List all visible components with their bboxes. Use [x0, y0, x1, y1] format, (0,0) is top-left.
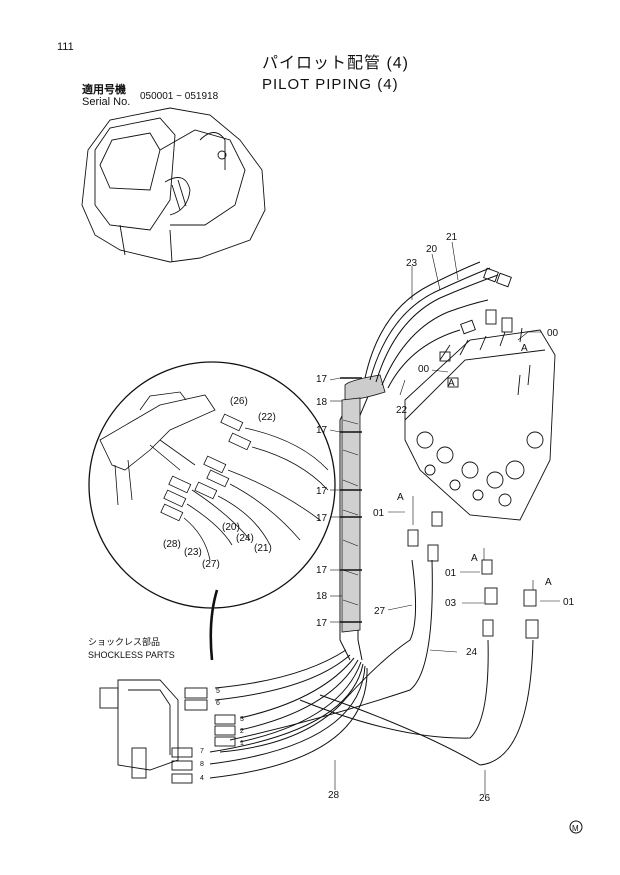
control-valve	[404, 267, 556, 521]
page-number: 111	[57, 41, 74, 53]
callout-17e: 17	[316, 565, 328, 576]
callout-17d: 17	[316, 513, 328, 524]
callout-26: 26	[479, 793, 491, 804]
circle-callout-21: (21)	[254, 543, 272, 554]
port-1: 1	[240, 740, 244, 747]
manufacturer-mark-letter: M	[572, 824, 579, 833]
leader-lines	[329, 241, 560, 795]
port-2: 2	[240, 728, 244, 735]
circle-callout-23: (23)	[184, 547, 202, 558]
callout-23: 23	[406, 258, 418, 269]
callout-A-mid: A	[448, 378, 455, 389]
port-8: 8	[200, 761, 204, 768]
right-fittings	[407, 511, 539, 639]
callout-01-center: 01	[445, 568, 457, 579]
callout-03: 03	[445, 598, 457, 609]
port-5: 5	[216, 688, 220, 695]
circle-callout-24: (24)	[236, 533, 254, 544]
circle-callout-22: (22)	[258, 412, 276, 423]
callout-00-upper: 00	[547, 328, 559, 339]
callout-17c: 17	[316, 486, 328, 497]
circle-callout-26: (26)	[230, 396, 248, 407]
callout-21: 21	[446, 232, 458, 243]
port-3: 3	[240, 716, 244, 723]
excavator-outline	[81, 107, 266, 263]
title-japanese: パイロット配管 (4)	[262, 55, 410, 72]
callout-01-left: 01	[373, 508, 385, 519]
port-7: 7	[200, 748, 204, 755]
callout-28: 28	[328, 790, 340, 801]
callout-17a: 17	[316, 374, 328, 385]
serial-range: 050001 ~ 051918	[140, 91, 219, 102]
callout-20: 20	[426, 244, 438, 255]
circle-callout-27: (27)	[202, 559, 220, 570]
title-english: PILOT PIPING (4)	[262, 76, 399, 93]
callout-A-right: A	[545, 577, 552, 588]
port-6: 6	[216, 700, 220, 707]
callout-A-left: A	[397, 492, 404, 503]
callout-27: 27	[374, 606, 386, 617]
callout-01-right: 01	[563, 597, 575, 608]
callout-A-upper: A	[521, 343, 528, 354]
callout-17f: 17	[316, 618, 328, 629]
callout-24: 24	[466, 647, 478, 658]
detail-circle	[88, 361, 336, 661]
hose-bundle	[209, 261, 534, 779]
callout-00-lower: 00	[418, 364, 430, 375]
circle-callout-28: (28)	[163, 539, 181, 550]
shockless-block	[99, 679, 236, 784]
manufacturer-mark: M	[569, 820, 583, 834]
circle-callout-20: (20)	[222, 522, 240, 533]
callout-22: 22	[396, 405, 408, 416]
callout-18b: 18	[316, 591, 328, 602]
serial-label-japanese: 適用号機	[82, 84, 126, 96]
port-4: 4	[200, 775, 204, 782]
shockless-label-japanese: ショックレス部品	[88, 637, 161, 647]
callout-18a: 18	[316, 397, 328, 408]
callout-17b: 17	[316, 425, 328, 436]
shockless-label-english: SHOCKLESS PARTS	[88, 650, 175, 660]
serial-label-english: Serial No.	[82, 96, 131, 108]
callout-A-center: A	[471, 553, 478, 564]
